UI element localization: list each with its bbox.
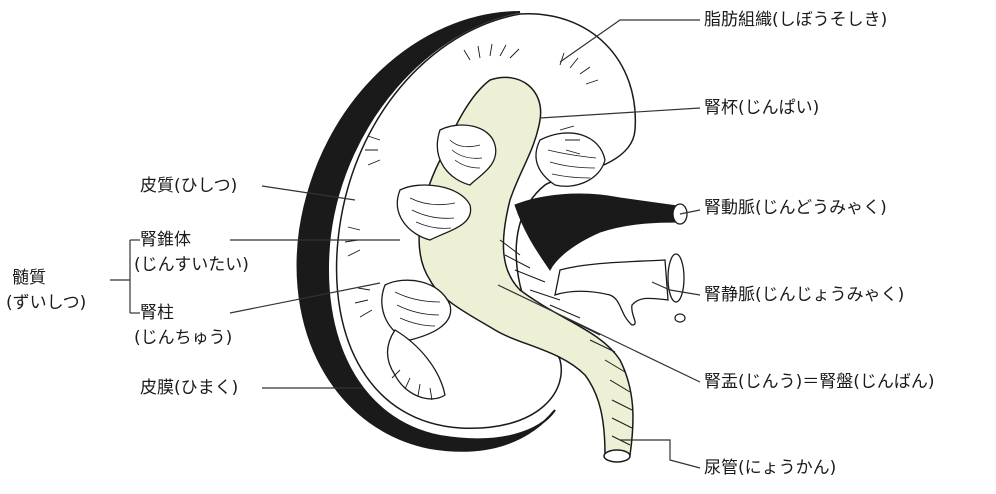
label-fat-tissue: 脂肪組織(しぼうそしき)	[704, 10, 887, 30]
label-renal-artery: 腎動脈(じんどうみゃく)	[704, 198, 887, 218]
label-renal-column: 腎柱	[140, 303, 174, 323]
label-renal-calyx: 腎杯(じんぱい)	[704, 98, 819, 118]
label-renal-pelvis: 腎盂(じんう)＝腎盤(じんばん)	[704, 372, 935, 392]
renal-vein-opening	[668, 254, 684, 302]
renal-vein	[555, 260, 668, 325]
label-cortex: 皮質(ひしつ)	[140, 176, 237, 196]
renal-vein-branch-opening	[675, 314, 685, 322]
label-renal-pyramid-reading: (じんすいたい)	[134, 255, 249, 275]
label-renal-pyramid: 腎錐体	[140, 230, 191, 250]
label-ureter: 尿管(にょうかん)	[704, 458, 836, 478]
ureter-opening	[604, 450, 630, 462]
label-medulla-reading: (ずいしつ)	[6, 293, 86, 313]
label-renal-column-reading: (じんちゅう)	[134, 328, 232, 348]
label-renal-vein: 腎静脈(じんじょうみゃく)	[704, 285, 904, 305]
label-capsule: 皮膜(ひまく)	[140, 378, 238, 398]
renal-artery	[515, 194, 685, 270]
label-medulla: 髄質	[12, 268, 46, 288]
